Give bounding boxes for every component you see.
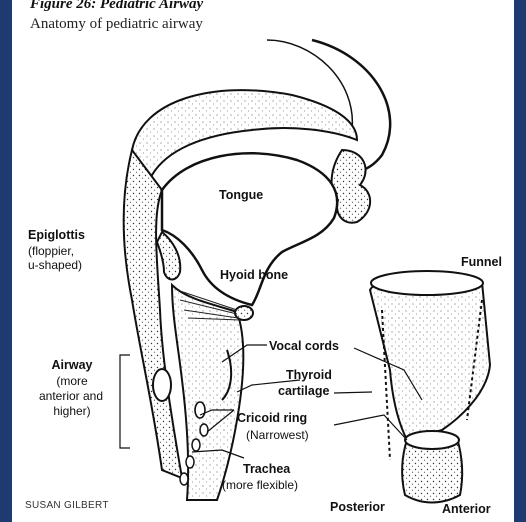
figure-panel: Figure 26: Pediatric Airway Anatomy of p… <box>12 0 514 522</box>
tongue <box>162 153 337 305</box>
label-hyoid-bone: Hyoid bone <box>220 268 288 282</box>
label-cricoid-ring: Cricoid ring <box>237 411 307 425</box>
label-airway-note-1: (more <box>32 374 112 388</box>
label-thyroid-1: Thyroid <box>286 368 332 382</box>
label-cricoid-note: (Narrowest) <box>246 428 309 442</box>
label-airway-note-2: anterior and <box>16 389 126 403</box>
label-posterior: Posterior <box>330 500 385 514</box>
label-vocal-cords: Vocal cords <box>269 339 339 353</box>
label-trachea-note: (more flexible) <box>222 478 298 492</box>
label-epiglottis: Epiglottis <box>28 228 85 242</box>
artist-credit: SUSAN GILBERT <box>25 500 109 511</box>
label-anterior: Anterior <box>442 502 491 516</box>
funnel-diagram <box>370 271 490 503</box>
label-tongue: Tongue <box>219 188 263 202</box>
label-epiglottis-note-2: u-shaped) <box>28 258 82 272</box>
label-trachea: Trachea <box>243 462 290 476</box>
lips <box>332 150 371 223</box>
label-airway-note-3: higher) <box>32 404 112 418</box>
label-airway: Airway <box>32 358 112 372</box>
airway-illustration <box>12 0 514 522</box>
label-funnel: Funnel <box>461 255 502 269</box>
label-thyroid-2: cartilage <box>278 384 329 398</box>
label-epiglottis-note-1: (floppier, <box>28 244 74 258</box>
